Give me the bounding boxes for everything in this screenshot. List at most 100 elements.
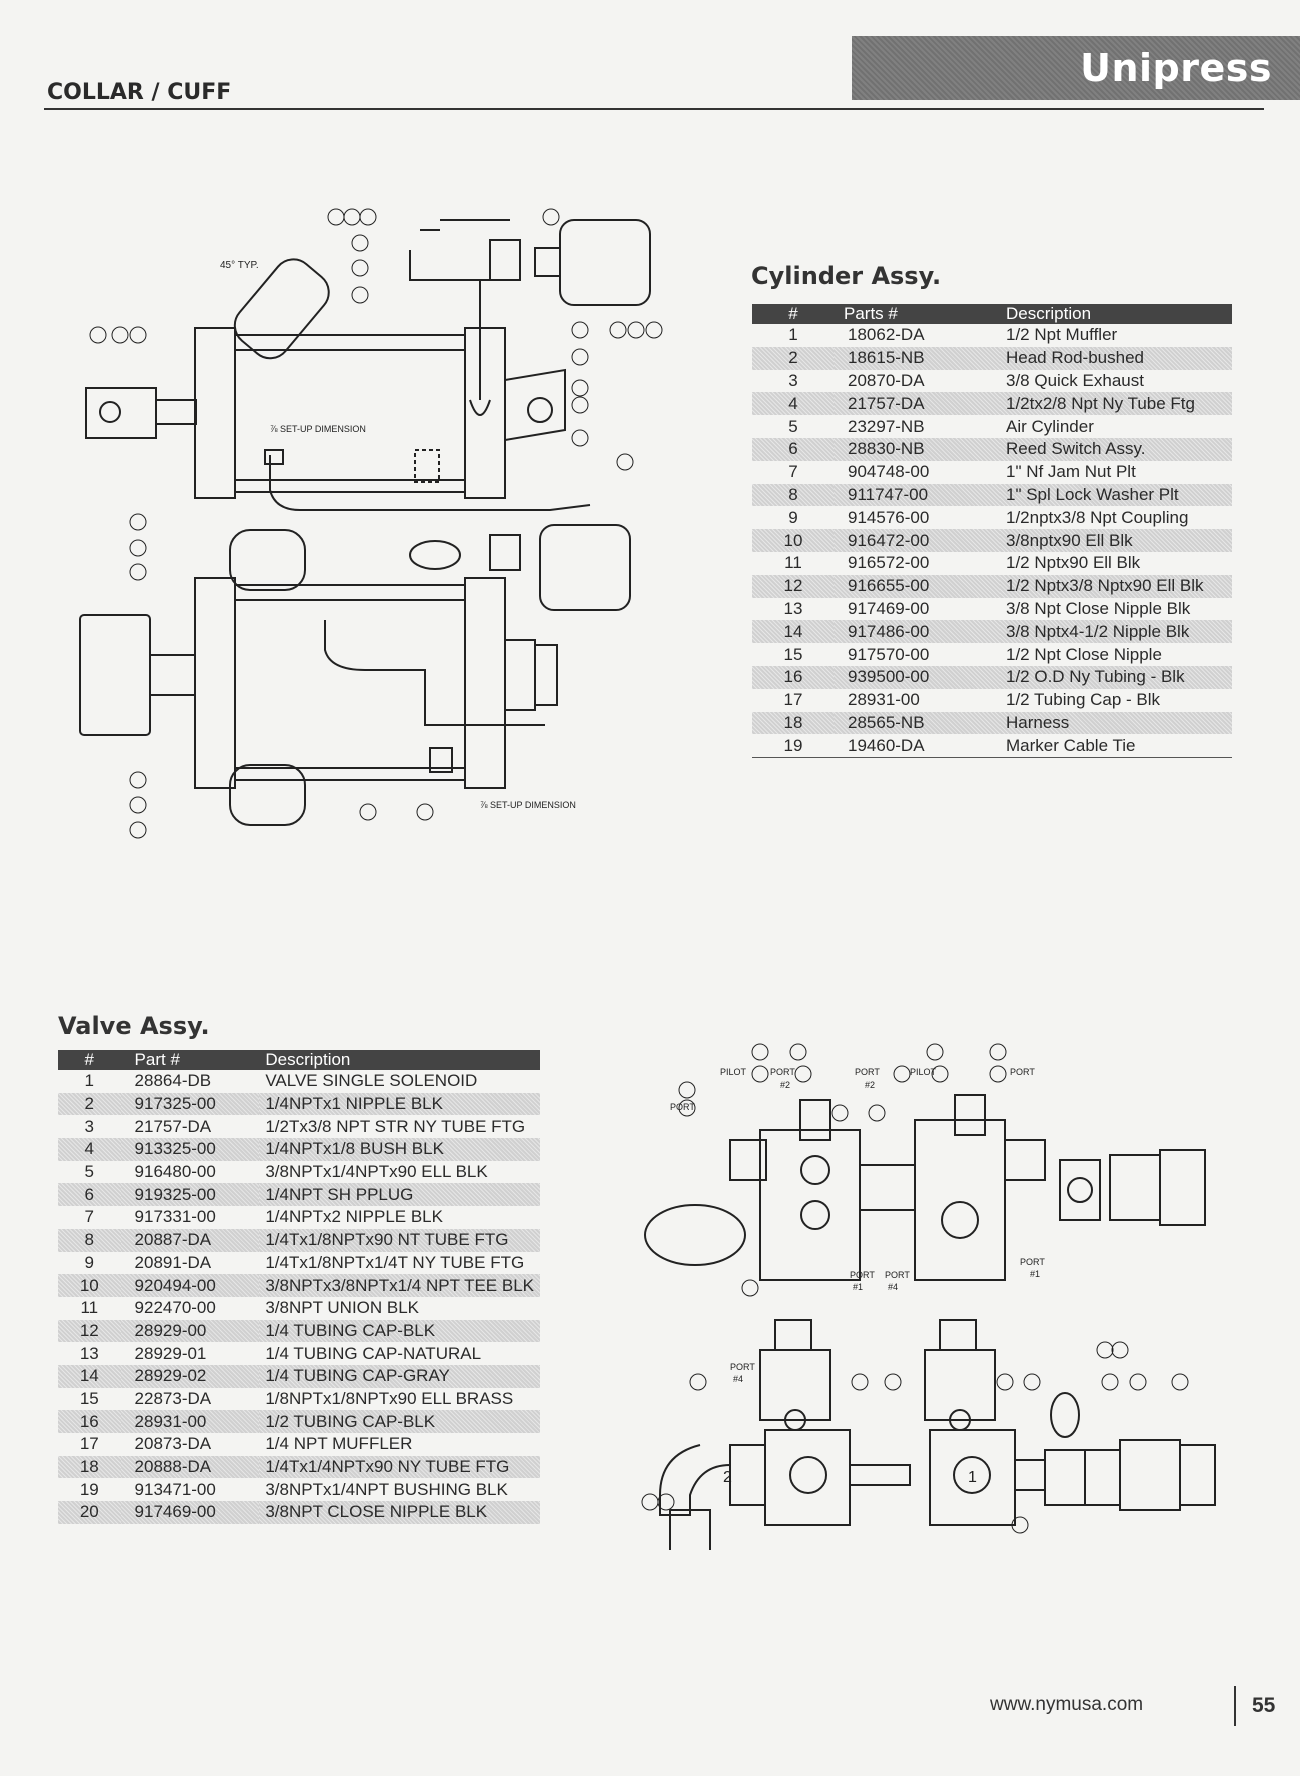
- valve-number-2: 2: [723, 1469, 732, 1486]
- item-number: 2: [58, 1092, 121, 1116]
- part-description: 1/4NPTx2 NIPPLE BLK: [265, 1207, 443, 1227]
- pilot-label-2: PILOT: [910, 1067, 937, 1077]
- port-label-6: PORT: [850, 1270, 875, 1280]
- part-number: 20888-DA: [120, 1455, 260, 1479]
- part-number: 916572-00: [848, 553, 930, 573]
- part-description: 1/4 TUBING CAP-NATURAL: [265, 1343, 482, 1363]
- cylinder-assy-title: Cylinder Assy.: [751, 262, 942, 290]
- col-num: #: [58, 1050, 121, 1070]
- port-num-label: #2: [780, 1080, 790, 1090]
- part-number: 18062-DA: [848, 325, 925, 345]
- cylinder-assembly-diagram: 45° TYP. ⅞ SET-UP DIMENSION ⅞ SET-UP DIM…: [79, 208, 663, 839]
- part-description: 1/2 Nptx90 Ell Blk: [1006, 553, 1141, 573]
- col-num: #: [752, 304, 834, 324]
- item-number: 10: [752, 529, 834, 552]
- item-number: 18: [752, 711, 834, 735]
- item-number: 1: [84, 1071, 94, 1091]
- item-number: 11: [80, 1298, 99, 1318]
- part-description: 1/2 Npt Muffler: [1006, 325, 1118, 345]
- part-number: 19460-DA: [848, 735, 925, 755]
- item-number: 4: [752, 392, 834, 416]
- item-number: 14: [752, 620, 834, 644]
- col-part: Part #: [120, 1050, 260, 1070]
- item-number: 19: [79, 1479, 99, 1499]
- part-number: 911747-00: [834, 483, 1000, 507]
- part-number: 919325-00: [120, 1183, 260, 1207]
- item-number: 8: [58, 1228, 121, 1252]
- item-number: 6: [752, 437, 834, 461]
- item-number: 15: [783, 644, 803, 664]
- valve-number-1: 1: [968, 1469, 977, 1486]
- part-number: 18615-NB: [834, 346, 1000, 370]
- part-number: 920494-00: [120, 1274, 260, 1297]
- part-description: 1/4Tx1/4NPTx90 NY TUBE FTG: [259, 1455, 540, 1479]
- page-number: 55: [1252, 1694, 1276, 1717]
- item-number: 16: [752, 665, 834, 689]
- part-number: 22873-DA: [134, 1388, 212, 1408]
- table-row: 19 913471-00 3/8NPTx1/4NPT BUSHING BLK: [58, 1478, 540, 1501]
- part-description: 3/8NPTx1/4NPT BUSHING BLK: [265, 1479, 508, 1499]
- part-number: 21757-DA: [134, 1116, 212, 1136]
- part-description: Air Cylinder: [1006, 416, 1094, 436]
- item-number: 12: [752, 574, 834, 598]
- part-description: 1/2 O.D Ny Tubing - Blk: [1000, 665, 1232, 689]
- part-description: Marker Cable Tie: [1006, 735, 1136, 755]
- part-number: 913325-00: [120, 1138, 260, 1161]
- part-number: 20873-DA: [134, 1434, 212, 1454]
- part-number: 913471-00: [134, 1479, 216, 1499]
- part-description: 1/4 TUBING CAP-BLK: [259, 1319, 540, 1343]
- port-label-3: PORT: [1010, 1067, 1035, 1077]
- item-number: 6: [58, 1183, 121, 1207]
- port-label-8: PORT: [730, 1362, 755, 1372]
- pilot-label: PILOT: [720, 1067, 747, 1077]
- part-description: 3/8 Quick Exhaust: [1006, 370, 1144, 390]
- item-number: 15: [79, 1388, 99, 1408]
- port-label-5: PORT: [1020, 1257, 1045, 1267]
- valve-assy-title: Valve Assy.: [58, 1012, 210, 1040]
- part-number: 28929-02: [120, 1364, 260, 1388]
- item-number: 5: [84, 1162, 94, 1182]
- part-description: 1/4Tx1/8NPTx90 NT TUBE FTG: [259, 1228, 540, 1252]
- item-number: 17: [783, 690, 803, 710]
- part-description: Harness: [1000, 711, 1232, 735]
- port-label-4: PORT: [670, 1102, 695, 1112]
- header-rule: [44, 108, 1264, 110]
- part-number: 917469-00: [120, 1501, 260, 1524]
- part-description: 1/2Tx3/8 NPT STR NY TUBE FTG: [265, 1116, 526, 1136]
- item-number: 12: [58, 1319, 121, 1343]
- part-number: 28830-NB: [834, 437, 1000, 461]
- part-number: 28864-DB: [134, 1071, 212, 1091]
- part-description: 3/8NPTx3/8NPTx1/4 NPT TEE BLK: [259, 1274, 540, 1297]
- part-number: 914576-00: [848, 507, 930, 527]
- part-description: 1/4 NPT MUFFLER: [265, 1434, 413, 1454]
- item-number: 19: [783, 735, 803, 755]
- part-number: 23297-NB: [848, 416, 925, 436]
- part-description: 1/2 TUBING CAP-BLK: [259, 1410, 540, 1433]
- item-number: 9: [788, 507, 798, 527]
